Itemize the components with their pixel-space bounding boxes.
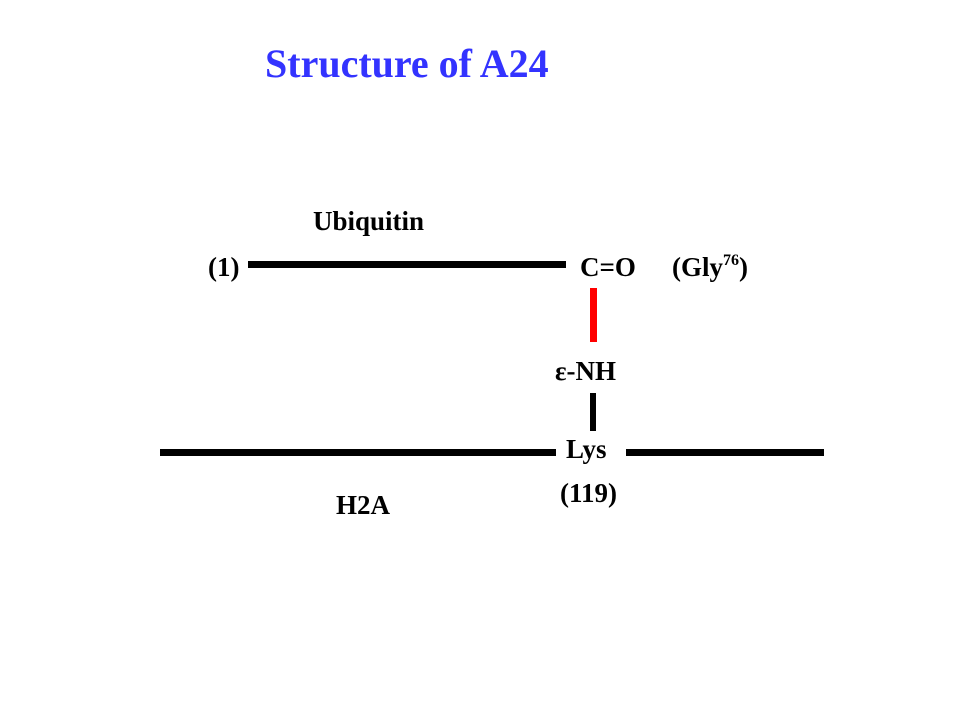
glycine-residue-suffix: )	[739, 252, 748, 282]
glycine-residue-number: 76	[723, 252, 739, 269]
h2a-label: H2A	[336, 490, 390, 520]
ubiquitin-n-terminus-label: (1)	[208, 252, 240, 282]
h2a-chain-line-right	[626, 449, 824, 456]
lysine-label: Lys	[566, 434, 607, 464]
lysine-position-label: (119)	[560, 478, 617, 508]
ubiquitin-chain-line	[248, 261, 566, 268]
lysine-sidechain-line	[590, 393, 596, 431]
isopeptide-bond-line	[590, 288, 597, 342]
slide-title: Structure of A24	[265, 41, 549, 86]
carbonyl-group-label: C=O	[580, 252, 636, 282]
h2a-chain-line-left	[160, 449, 556, 456]
glycine-residue-prefix: (Gly	[672, 252, 723, 282]
epsilon-amine-label: ε-NH	[555, 356, 617, 386]
ubiquitin-label: Ubiquitin	[313, 206, 425, 236]
glycine-residue-label: (Gly76)	[672, 252, 748, 282]
